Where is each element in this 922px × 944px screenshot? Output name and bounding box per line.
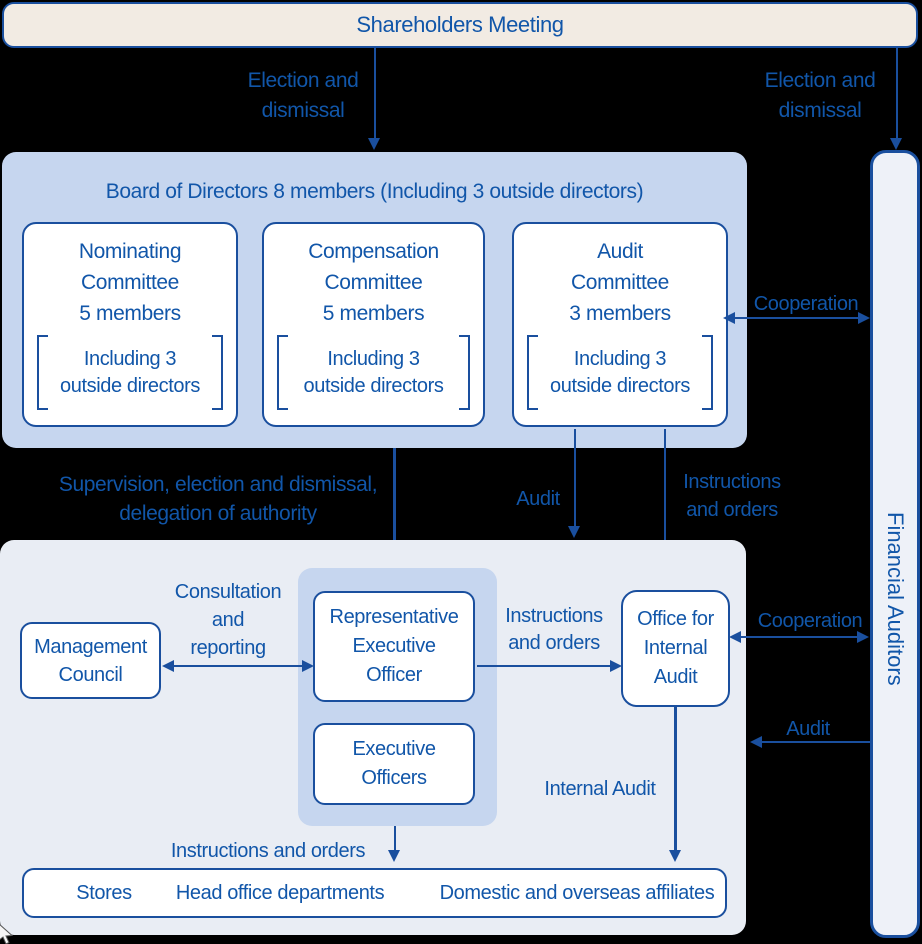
operations-box: Stores Head office departments Domestic …	[22, 868, 727, 918]
arrow-cooperation-top-right-head-icon	[858, 312, 870, 324]
nominating-committee-box: Nominating Committee 5 members Including…	[22, 222, 238, 427]
management-council-label: Management Council	[34, 635, 147, 686]
financial-auditors-label: Financial Auditors	[883, 512, 908, 686]
executive-officers-label: Executive Officers	[352, 738, 436, 789]
arrow-election-left-line	[373, 48, 376, 138]
representative-executive-officer-label: Representative Executive Officer	[329, 606, 459, 686]
nominating-committee-note: Including 3 outside directors	[37, 335, 223, 410]
arrow-audit-committee-head-icon	[568, 526, 580, 538]
arrow-internal-audit-line	[674, 707, 677, 850]
arrow-consultation-left-head-icon	[162, 660, 174, 672]
arrow-instructions-bottom-line	[393, 826, 396, 850]
stores-label: Stores	[76, 881, 132, 904]
executive-officers-box: Executive Officers	[313, 723, 475, 805]
cooperation-top-label: Cooperation	[753, 293, 859, 315]
shareholders-meeting-label: Shareholders Meeting	[356, 12, 564, 37]
audit-committee-arrow-label: Audit	[516, 488, 560, 510]
office-internal-audit-label: Office for Internal Audit	[637, 608, 714, 688]
audit-committee-label: Audit Committee 3 members	[569, 240, 671, 325]
internal-audit-label: Internal Audit	[544, 778, 656, 800]
arrow-instructions-bottom-head-icon	[388, 850, 400, 862]
consultation-label: Consultation and reporting	[174, 581, 282, 659]
arrow-cooperation-bottom-right-head-icon	[857, 631, 869, 643]
arrow-consultation-right-head-icon	[302, 660, 314, 672]
arrow-election-right-line	[895, 48, 898, 138]
audit-financial-label: Audit	[786, 718, 830, 740]
arrow-board-to-executive-line	[393, 448, 396, 552]
arrow-consultation-line	[174, 664, 302, 667]
compensation-committee-box: Compensation Committee 5 members Includi…	[262, 222, 485, 427]
arrow-audit-financial-head-icon	[750, 736, 762, 748]
head-office-departments-label: Head office departments	[175, 881, 385, 904]
arrow-cooperation-top-line	[735, 316, 860, 319]
arrow-audit-committee-line	[573, 429, 576, 526]
board-of-directors-title: Board of Directors 8 members (Including …	[105, 180, 644, 203]
affiliates-label: Domestic and overseas affiliates	[439, 881, 715, 904]
arrow-instructions-office-head-icon	[610, 660, 622, 672]
bracket-right-icon	[459, 335, 470, 410]
representative-executive-officer-box: Representative Executive Officer	[313, 591, 475, 702]
mouse-cursor-icon	[0, 924, 14, 944]
arrow-audit-financial-line	[762, 740, 870, 743]
shareholders-meeting-box: Shareholders Meeting	[2, 2, 918, 48]
management-council-box: Management Council	[20, 622, 161, 699]
bracket-left-icon	[527, 335, 538, 410]
compensation-committee-note: Including 3 outside directors	[277, 335, 470, 410]
instructions-office-label: Instructions and orders	[505, 605, 603, 654]
audit-committee-note: Including 3 outside directors	[527, 335, 713, 410]
supervision-label: Supervision, election and dismissal, del…	[58, 473, 378, 525]
election-dismissal-right-label: Election and dismissal	[764, 69, 876, 122]
compensation-committee-note-label: Including 3 outside directors	[303, 347, 444, 397]
audit-committee-note-label: Including 3 outside directors	[550, 347, 690, 397]
bracket-right-icon	[212, 335, 223, 410]
nominating-committee-note-label: Including 3 outside directors	[60, 347, 200, 397]
arrow-instructions-committee-line	[663, 429, 666, 575]
arrow-election-right-head-icon	[890, 138, 902, 150]
financial-auditors-box: Financial Auditors	[870, 150, 920, 938]
nominating-committee-label: Nominating Committee 5 members	[78, 240, 182, 325]
instructions-committee-label: Instructions and orders	[683, 471, 781, 521]
arrow-cooperation-bottom-line	[741, 635, 859, 638]
bracket-left-icon	[277, 335, 288, 410]
instructions-bottom-label: Instructions and orders	[170, 840, 366, 862]
arrow-cooperation-top-left-head-icon	[723, 312, 735, 324]
audit-committee-box: Audit Committee 3 members Including 3 ou…	[512, 222, 728, 427]
arrow-cooperation-bottom-left-head-icon	[729, 631, 741, 643]
arrow-instructions-office-line	[477, 664, 610, 667]
compensation-committee-label: Compensation Committee 5 members	[308, 240, 439, 325]
arrow-election-left-head-icon	[368, 138, 380, 150]
bracket-right-icon	[702, 335, 713, 410]
bracket-left-icon	[37, 335, 48, 410]
office-internal-audit-box: Office for Internal Audit	[621, 590, 730, 707]
election-dismissal-left-label: Election and dismissal	[247, 69, 359, 122]
arrow-internal-audit-head-icon	[669, 850, 681, 862]
cooperation-bottom-label: Cooperation	[757, 610, 863, 632]
